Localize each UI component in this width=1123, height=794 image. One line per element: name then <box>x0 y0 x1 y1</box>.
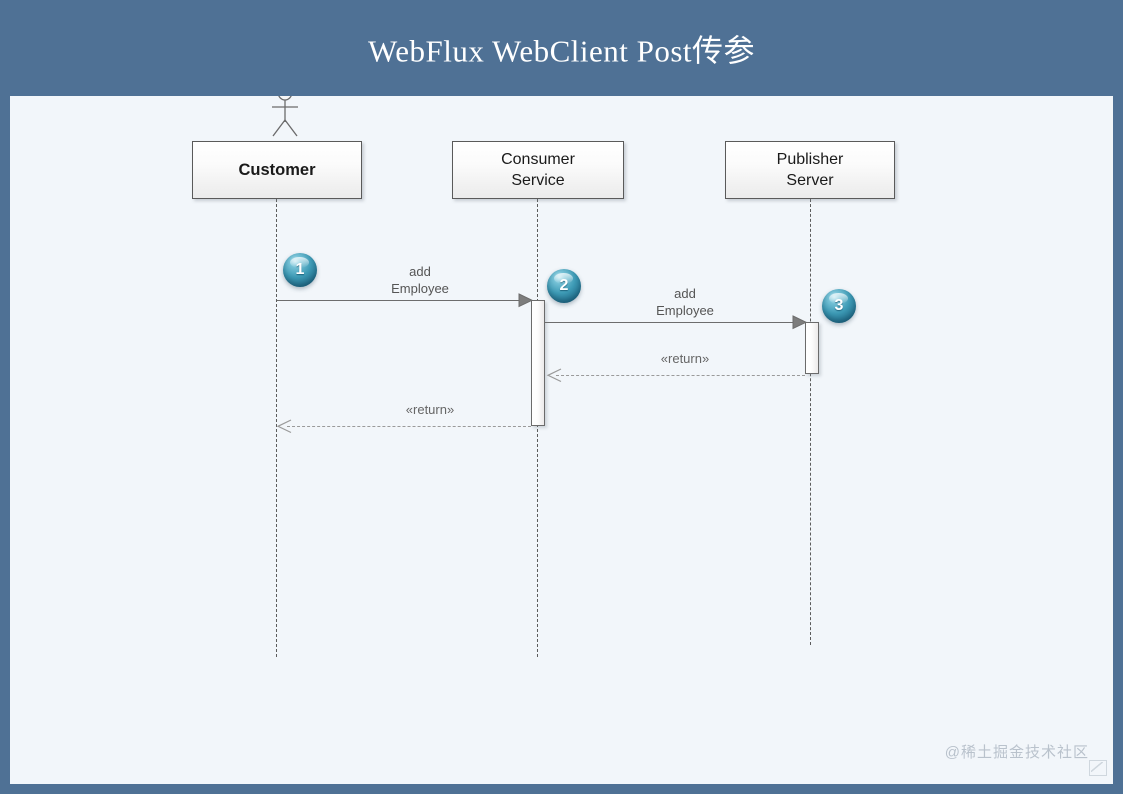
participant-label-consumer-service: Consumer Service <box>501 149 575 191</box>
lifeline-publisher-server <box>810 199 811 645</box>
message-label-2-line1: add <box>674 286 696 301</box>
activation-bar-consumer-service <box>531 300 545 426</box>
message-arrowhead-3 <box>546 368 562 383</box>
step-badge-3-number: 3 <box>834 297 844 314</box>
message-label-4-line1: «return» <box>405 402 455 417</box>
step-badge-2-number: 2 <box>559 277 569 294</box>
message-label-4: «return» <box>355 401 505 418</box>
participant-box-consumer-service[interactable]: Consumer Service <box>452 141 624 199</box>
step-badge-3[interactable]: 3 <box>822 289 856 323</box>
message-line-3 <box>556 375 805 376</box>
lifeline-customer <box>276 199 277 657</box>
step-badge-1-number: 1 <box>295 261 305 278</box>
message-line-2 <box>545 322 805 323</box>
step-badge-2[interactable]: 2 <box>547 269 581 303</box>
message-label-2-line2: Employee <box>656 303 714 318</box>
participant-label-line1: Publisher <box>776 151 844 168</box>
lifeline-consumer-service <box>537 199 538 657</box>
message-label-1: add Employee <box>340 263 500 297</box>
message-arrowhead-4 <box>276 419 292 434</box>
message-label-1-line2: Employee <box>391 281 449 296</box>
participant-box-customer[interactable]: Customer <box>192 141 362 199</box>
message-label-3-line1: «return» <box>660 351 710 366</box>
participant-label-customer: Customer <box>238 160 316 179</box>
participant-label-line1: Consumer <box>501 151 575 168</box>
participant-label-line2: Service <box>511 172 565 189</box>
activation-bar-publisher-server <box>805 322 819 374</box>
step-badge-1[interactable]: 1 <box>283 253 317 287</box>
watermark: @稀土掘金技术社区 <box>944 744 1089 761</box>
participant-label-publisher-server: Publisher Server <box>777 149 844 191</box>
participant-box-publisher-server[interactable]: Publisher Server <box>725 141 895 199</box>
title-bar: WebFlux WebClient Post传参 <box>0 0 1123 96</box>
message-line-4 <box>287 426 531 427</box>
page-title: WebFlux WebClient Post传参 <box>367 33 756 69</box>
message-label-1-line1: add <box>409 264 431 279</box>
diagram-canvas: Customer Consumer Service Publisher Serv… <box>10 96 1113 784</box>
broken-image-icon <box>1089 760 1107 776</box>
participant-label-line2: Server <box>786 172 834 189</box>
actor-figure-customer <box>272 96 298 137</box>
message-arrowhead-1 <box>518 293 534 308</box>
message-arrowhead-2 <box>792 315 808 330</box>
message-label-3: «return» <box>610 350 760 367</box>
message-line-1 <box>277 300 531 301</box>
message-label-2: add Employee <box>605 285 765 319</box>
